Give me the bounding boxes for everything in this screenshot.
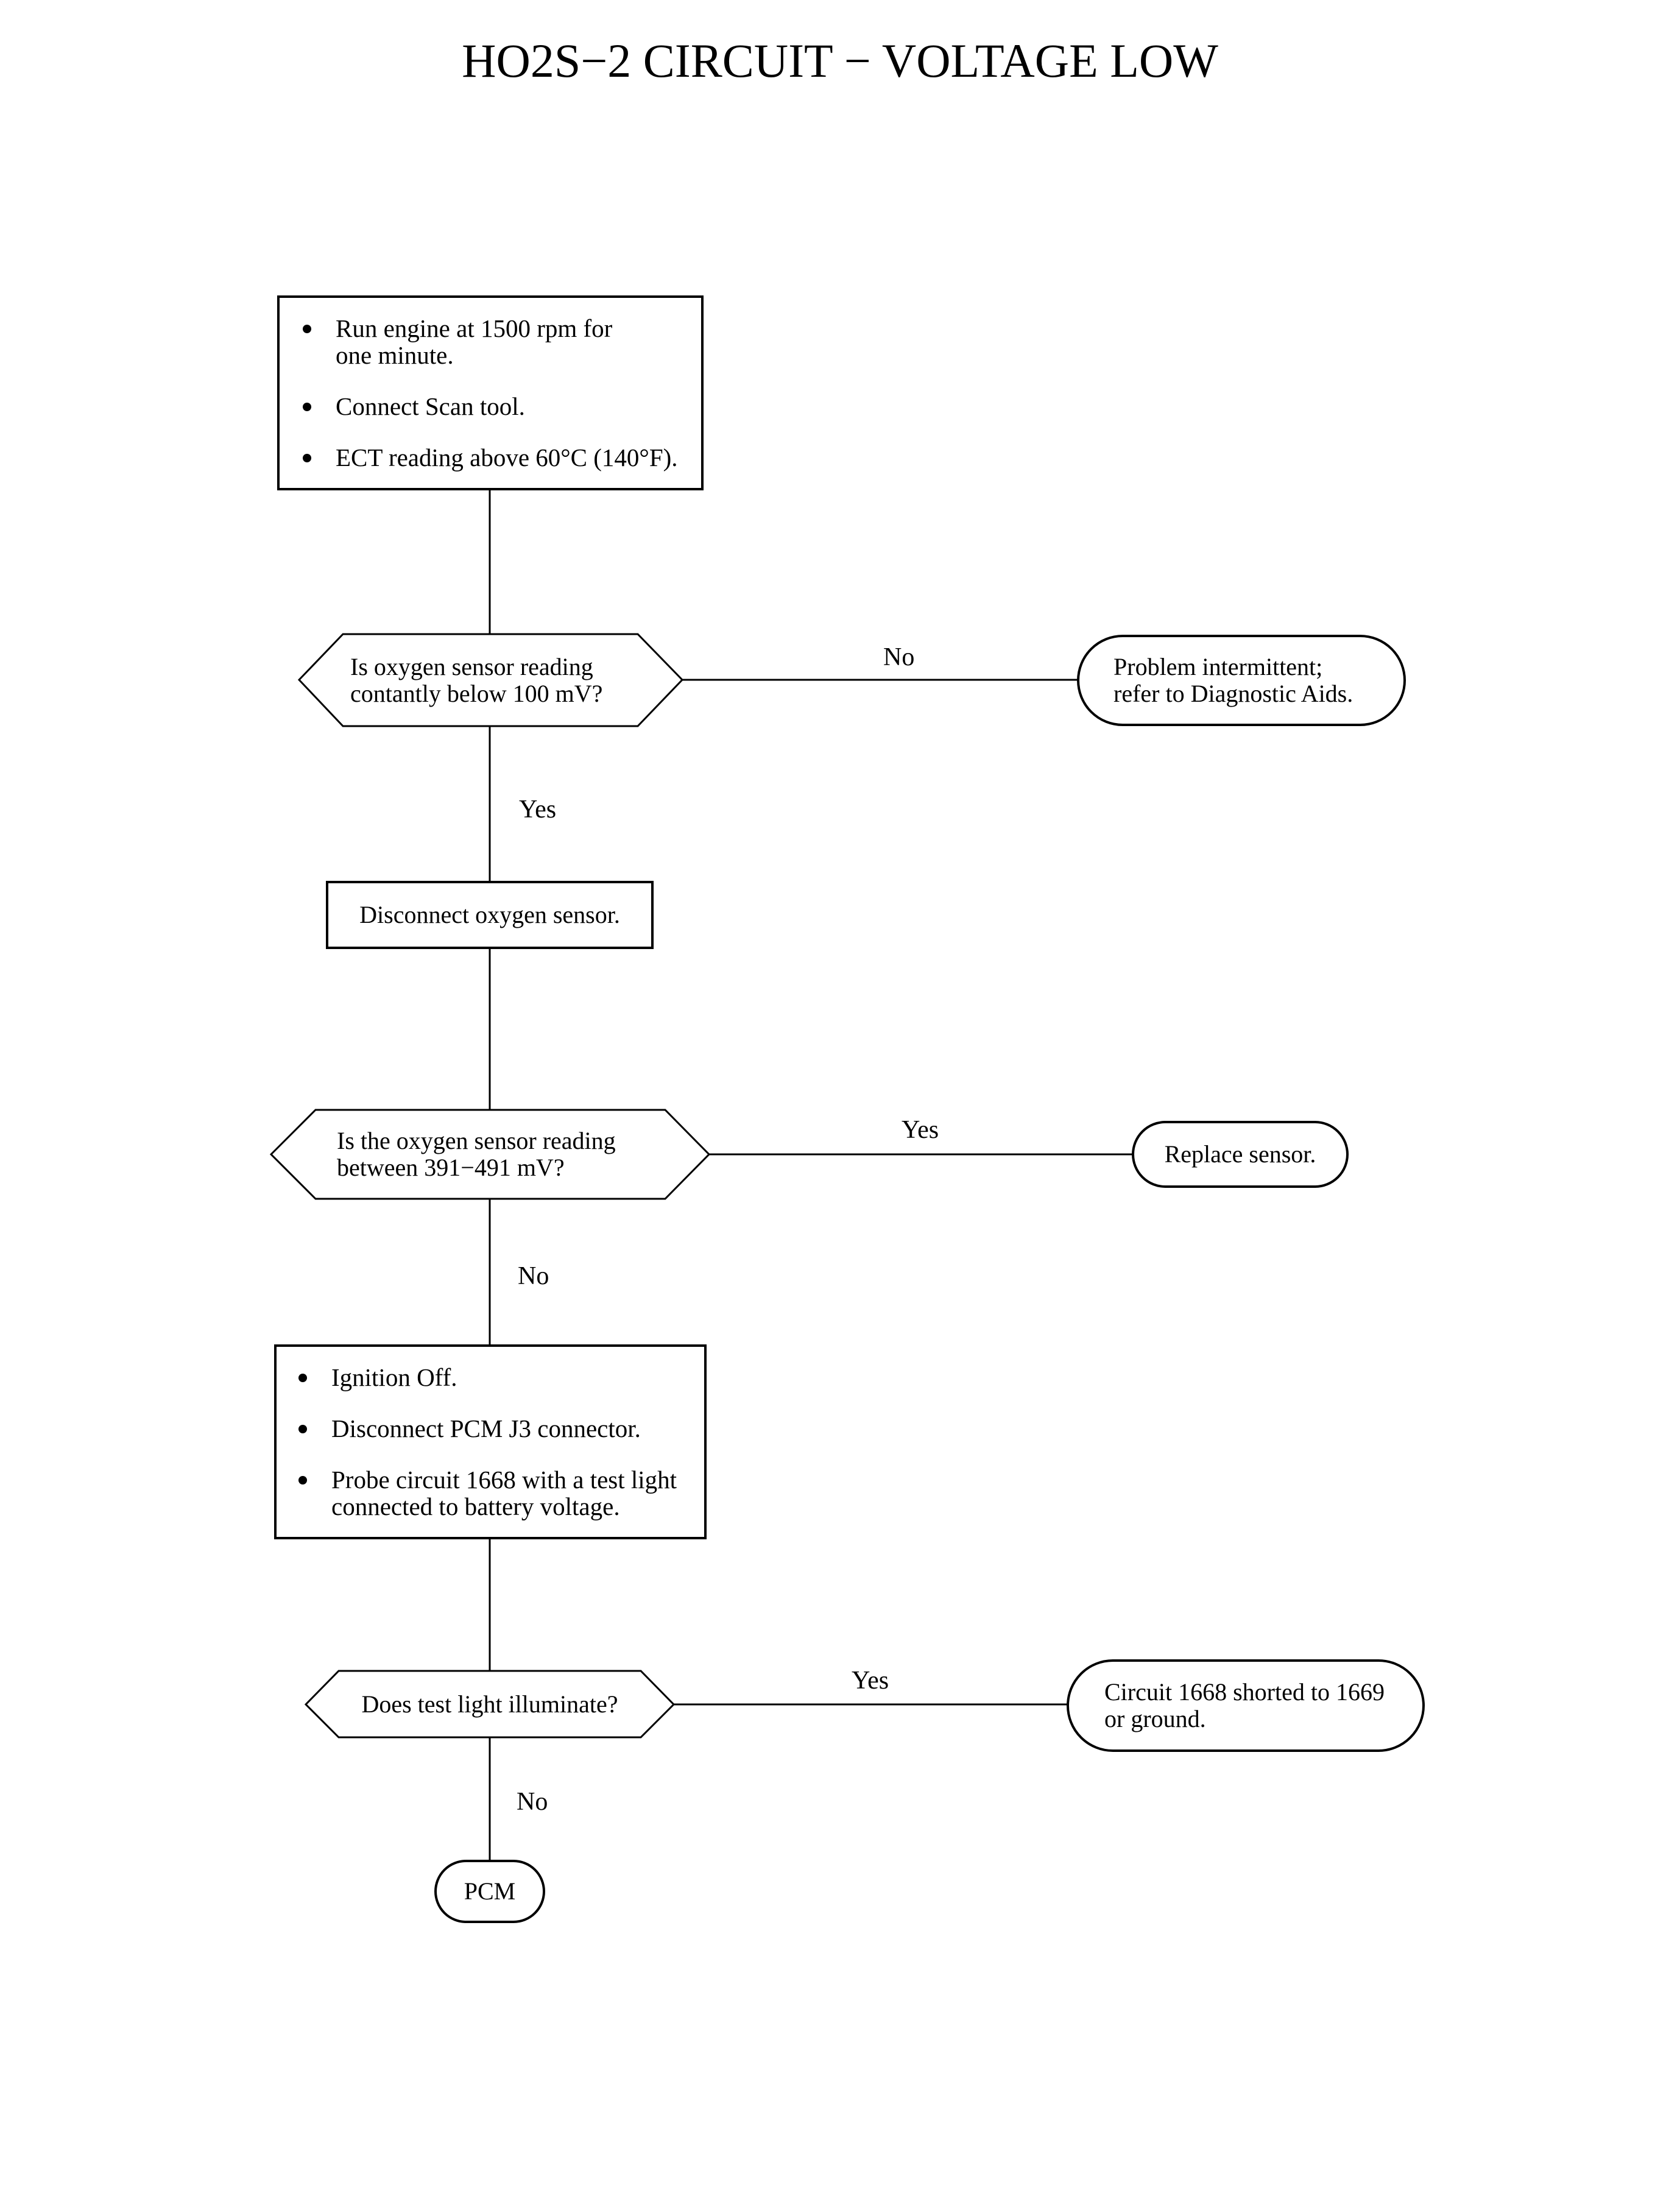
decision-2-shape — [269, 1109, 711, 1200]
step-disconnect-oxygen-sensor: Disconnect oxygen sensor. — [326, 881, 654, 949]
step-check-item: Disconnect PCM J3 connector. — [281, 1415, 677, 1442]
edge-label-yes: Yes — [519, 796, 557, 824]
decision-1-shape — [297, 633, 684, 727]
decision-reading-between-391-491mv: Is the oxygen sensor reading between 391… — [337, 1127, 616, 1181]
decision-oxygen-below-100mv: Is oxygen sensor reading contantly below… — [350, 652, 603, 707]
step-ignition-checks-box: Ignition Off. Disconnect PCM J3 connecto… — [274, 1344, 707, 1539]
step-check-item: Ignition Off. — [281, 1364, 677, 1391]
terminal-replace-sensor: Replace sensor. — [1132, 1121, 1349, 1188]
terminal-circuit-shorted: Circuit 1668 shorted to 1669 or ground. — [1067, 1659, 1425, 1752]
decision-3-shape — [304, 1670, 676, 1739]
edge-label-no: No — [518, 1262, 549, 1290]
start-check-item: ECT reading above 60°C (140°F). — [286, 444, 678, 471]
edge-label-yes: Yes — [902, 1116, 939, 1144]
terminal-pcm: PCM — [434, 1860, 545, 1923]
start-checks-box: Run engine at 1500 rpm for one minute. C… — [277, 295, 704, 490]
start-check-item: Connect Scan tool. — [286, 393, 678, 420]
edge-label-no: No — [517, 1788, 548, 1816]
edge-label-yes: Yes — [852, 1667, 889, 1695]
step-check-item: Probe circuit 1668 with a test light con… — [281, 1466, 677, 1520]
decision-test-light-illuminate: Does test light illuminate? — [361, 1690, 618, 1718]
start-check-item: Run engine at 1500 rpm for one minute. — [286, 315, 678, 369]
edge-label-no: No — [883, 643, 915, 671]
terminal-problem-intermittent: Problem intermittent; refer to Diagnosti… — [1077, 635, 1406, 726]
page-title: HO2S−2 CIRCUIT − VOLTAGE LOW — [462, 34, 1218, 87]
